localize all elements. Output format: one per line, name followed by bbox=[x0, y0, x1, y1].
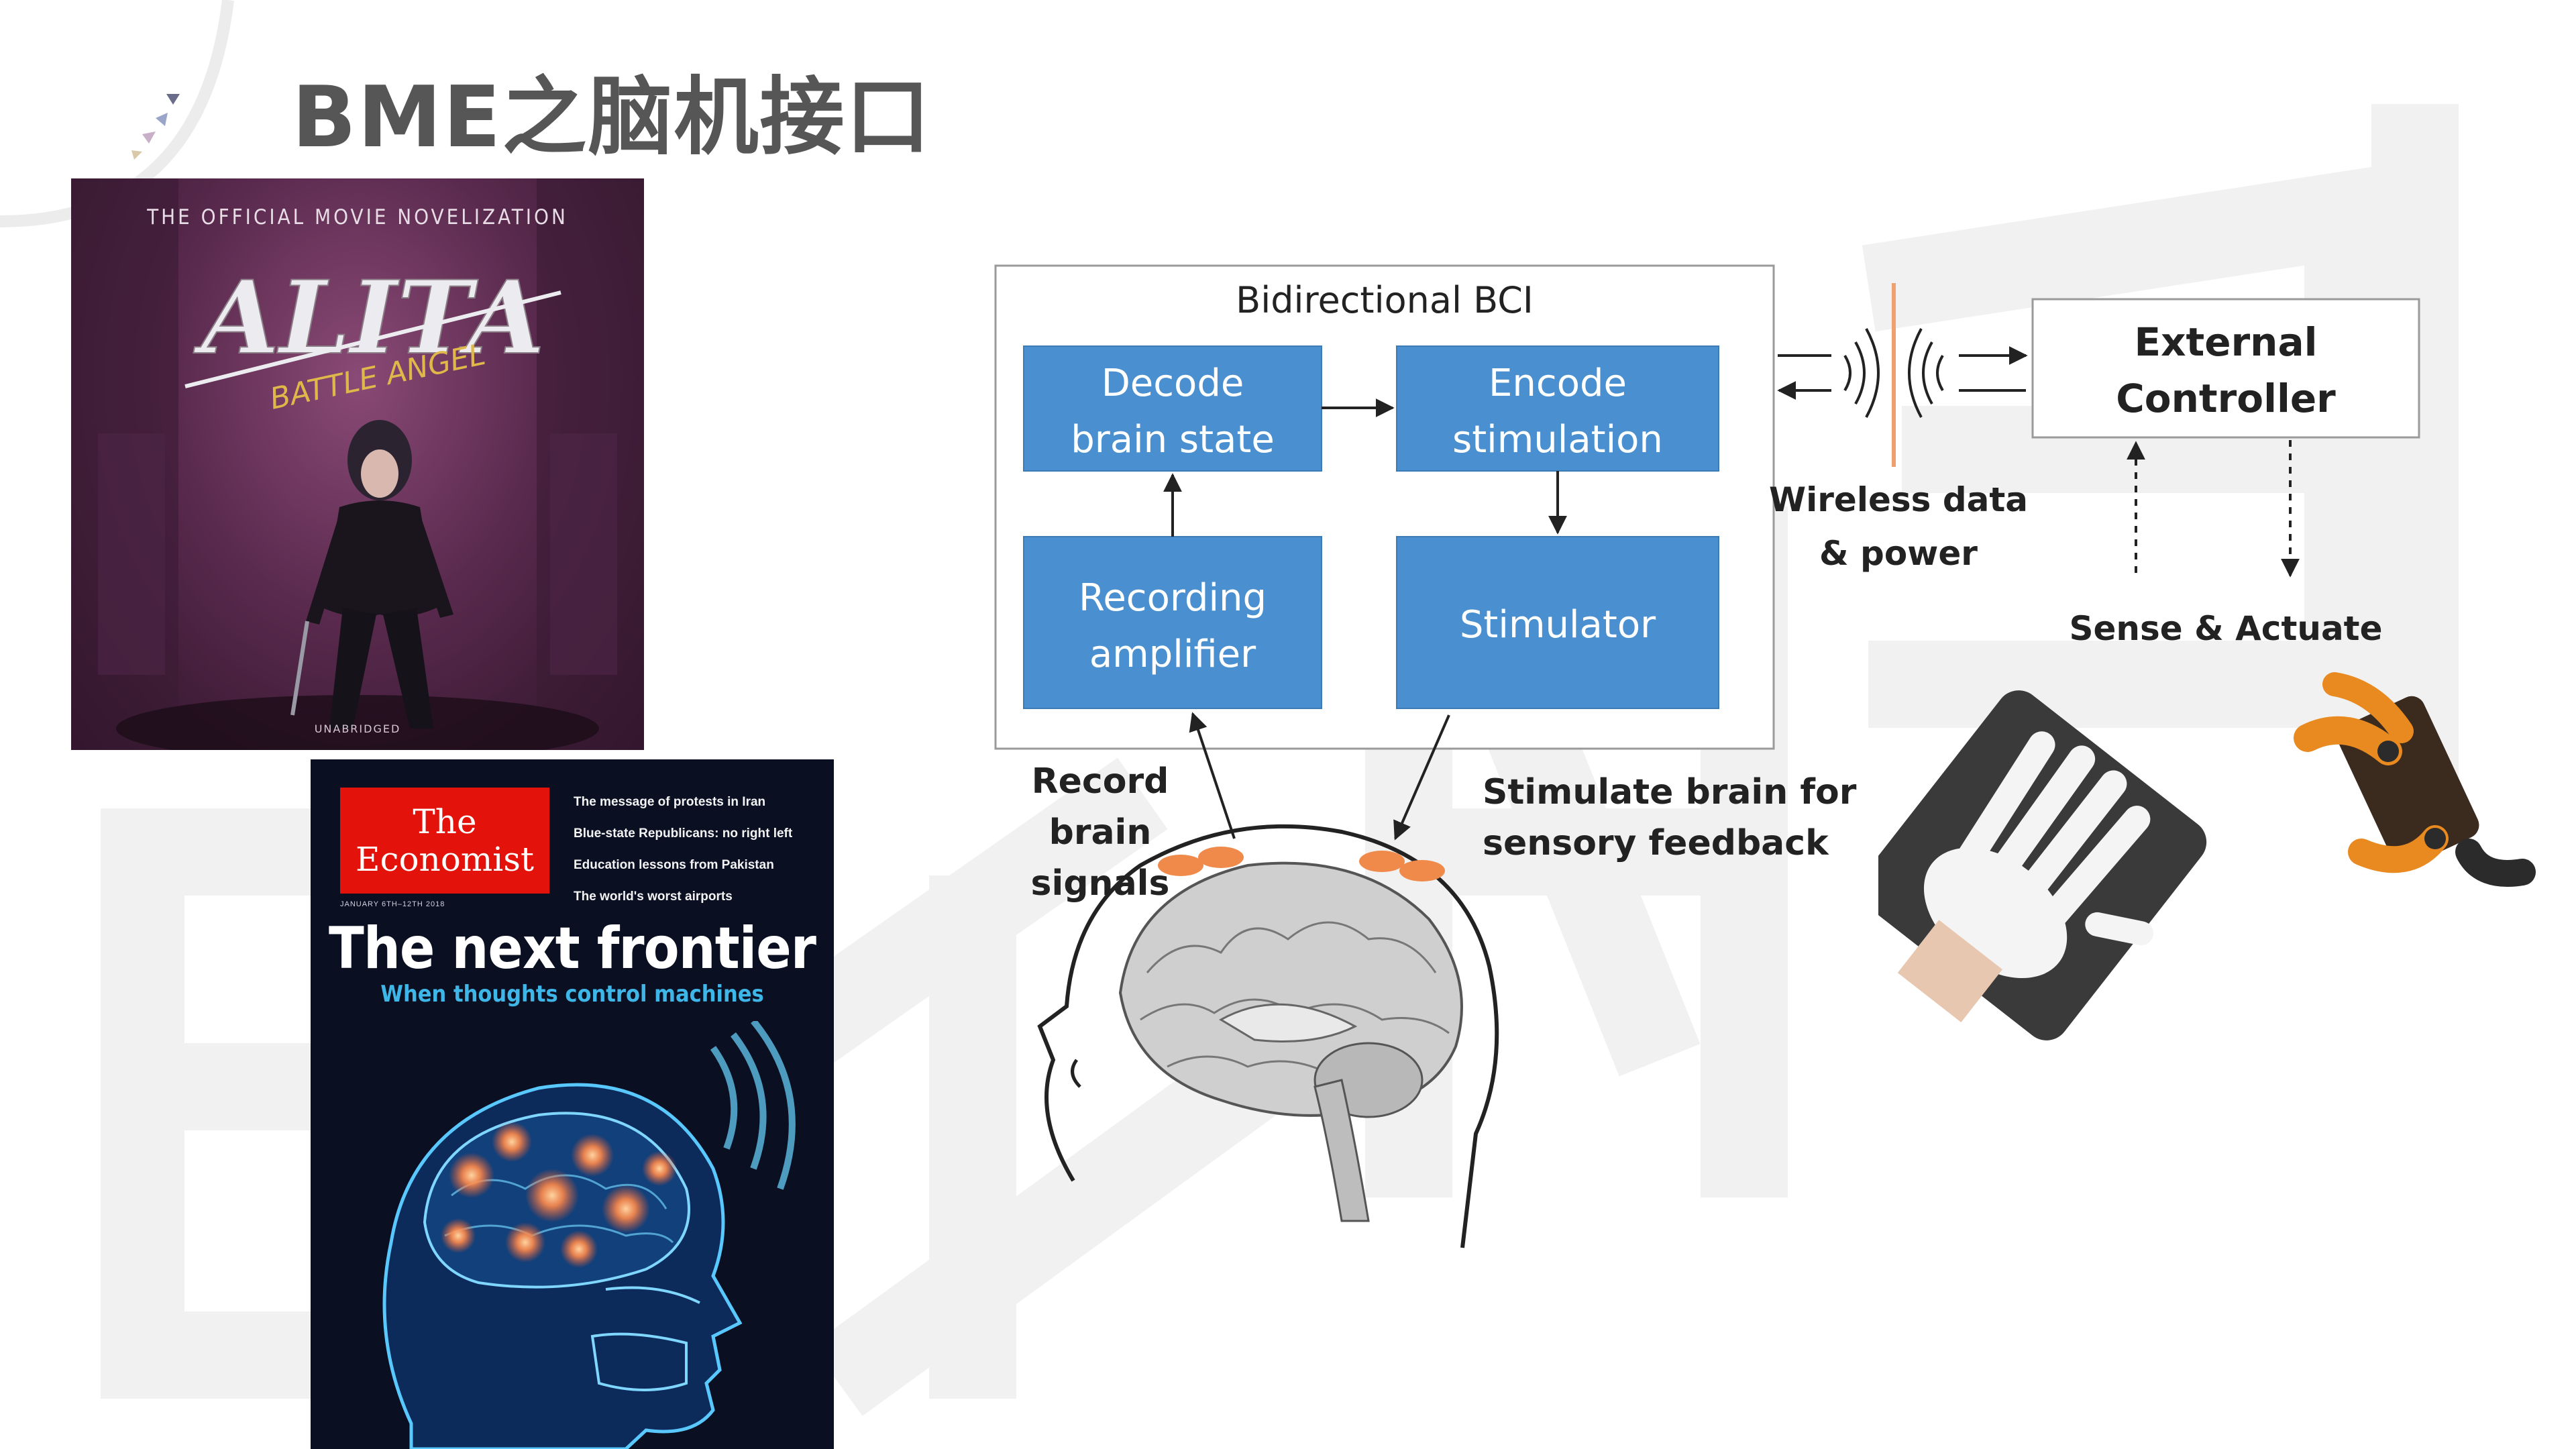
brand-line-2: Economist bbox=[355, 840, 535, 879]
stimulate-label-2: sensory feedback bbox=[1483, 823, 1829, 863]
encode-label-2: stimulation bbox=[1452, 418, 1663, 462]
electrode bbox=[1359, 851, 1405, 872]
encode-label-1: Encode bbox=[1489, 362, 1627, 405]
headline-item: Blue-state Republicans: no right left bbox=[574, 826, 793, 841]
corner-decoration bbox=[0, 0, 234, 227]
cover-tagline: THE OFFICIAL MOVIE NOVELIZATION bbox=[147, 205, 568, 229]
decode-label-1: Decode bbox=[1102, 362, 1244, 405]
decode-block bbox=[1023, 345, 1322, 472]
sense-actuate-label: Sense & Actuate bbox=[2070, 609, 2383, 648]
record-label-3: signals bbox=[1031, 863, 1170, 904]
alita-book-cover: THE OFFICIAL MOVIE NOVELIZATION ALITA BA… bbox=[71, 178, 644, 750]
glove-robot-hand-photo bbox=[1878, 672, 2536, 1040]
economist-cover: The Economist The message of protests in… bbox=[311, 759, 834, 1449]
slide-title: BME之脑机接口 bbox=[292, 68, 932, 166]
encode-block bbox=[1396, 345, 1719, 472]
wireless-label-2: & power bbox=[1819, 534, 1978, 573]
record-label-2: brain bbox=[1049, 812, 1152, 853]
alita-logo: ALITA BATTLE ANGEL bbox=[184, 258, 561, 413]
external-label-1: External bbox=[2134, 319, 2317, 365]
decode-label-2: brain state bbox=[1071, 418, 1275, 462]
wireless-label-1: Wireless data bbox=[1769, 480, 2028, 519]
cover-headlines: The message of protests in Iran Blue-sta… bbox=[574, 786, 822, 912]
alita-cover-art bbox=[71, 178, 644, 750]
cover-footer: UNABRIDGED bbox=[314, 722, 401, 735]
logo-main: ALITA bbox=[193, 259, 545, 377]
triangle-icon bbox=[142, 131, 156, 144]
cover-subtitle: When thoughts control machines bbox=[380, 981, 764, 1008]
stimulate-label-1: Stimulate brain for bbox=[1483, 772, 1857, 812]
electrode bbox=[1399, 860, 1445, 881]
triangle-icon bbox=[156, 113, 168, 126]
bci-frame-title: Bidirectional BCI bbox=[1236, 279, 1534, 321]
external-label-2: Controller bbox=[2116, 376, 2336, 421]
cover-title: The next frontier bbox=[329, 915, 816, 982]
cover-dateline: JANUARY 6TH–12TH 2018 bbox=[340, 900, 445, 908]
triangle-icon bbox=[131, 150, 142, 160]
triangle-icon bbox=[166, 94, 180, 105]
headline-item: Education lessons from Pakistan bbox=[574, 858, 774, 872]
stimulator-label: Stimulator bbox=[1460, 603, 1656, 647]
record-label-1: Record bbox=[1032, 761, 1169, 802]
brand-line-1: The bbox=[413, 802, 477, 841]
electrode bbox=[1158, 855, 1203, 876]
recording-block bbox=[1023, 536, 1322, 709]
headline-item: The message of protests in Iran bbox=[574, 795, 766, 809]
headline-item: The world's worst airports bbox=[574, 890, 733, 904]
recording-label-1: Recording bbox=[1079, 576, 1267, 620]
recording-label-2: amplifier bbox=[1089, 633, 1256, 676]
electrode bbox=[1198, 847, 1244, 868]
economist-logo: The Economist bbox=[340, 788, 549, 894]
head-xray-illustration bbox=[382, 1021, 796, 1449]
robotic-hand bbox=[2294, 672, 2536, 887]
